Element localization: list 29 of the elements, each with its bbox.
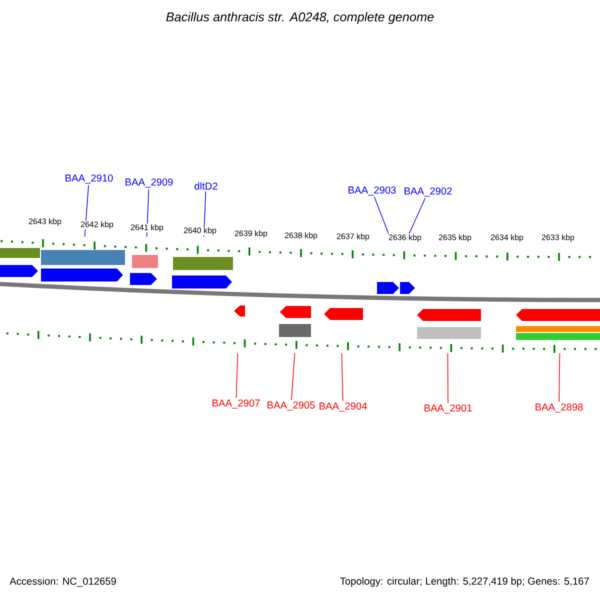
leader-line: [447, 352, 448, 404]
scale-label: 2641 kbp: [130, 224, 164, 232]
scale-label: 2637 kbp: [336, 232, 370, 242]
gene-label: BAA_2898: [536, 403, 583, 413]
scale-label: 2638 kbp: [284, 232, 318, 240]
scale-label: 2634 kbp: [490, 234, 524, 242]
gene-label: BAA_2909: [126, 178, 173, 188]
gene-label: BAA_2901: [424, 404, 472, 414]
gene-label: BAA_2904: [320, 402, 367, 412]
title: Bacillus anthracis str. A0248, complete genome: [166, 12, 434, 24]
footer-text: Accession: NC_012659: [10, 577, 116, 587]
scale-label: 2640 kbp: [182, 226, 218, 236]
gene-label: BAA_2902: [404, 187, 452, 197]
scale-label: 2639 kbp: [234, 230, 268, 238]
leader-line: [236, 352, 238, 398]
leader-line: [341, 352, 344, 402]
gene-label: BAA_2910: [66, 174, 113, 184]
scale-label: 2635 kbp: [438, 234, 472, 242]
leader-line: [291, 352, 296, 400]
scale-label: 2642 kbp: [80, 220, 114, 230]
gene-label: dltD2: [194, 182, 218, 190]
scale-label: 2633 kbp: [540, 234, 576, 242]
scale-label: 2643 kbp: [28, 218, 62, 226]
gene-label: BAA_2903: [348, 186, 396, 196]
scale-label: 2636 kbp: [388, 234, 422, 242]
footer-text: Topology: circular; Length: 5,227,419 bp; Genes: 5,167: [340, 577, 589, 587]
gene-label: BAA_2905: [268, 401, 315, 411]
leader-line: [558, 352, 560, 402]
gene-label: BAA_2907: [212, 399, 260, 409]
